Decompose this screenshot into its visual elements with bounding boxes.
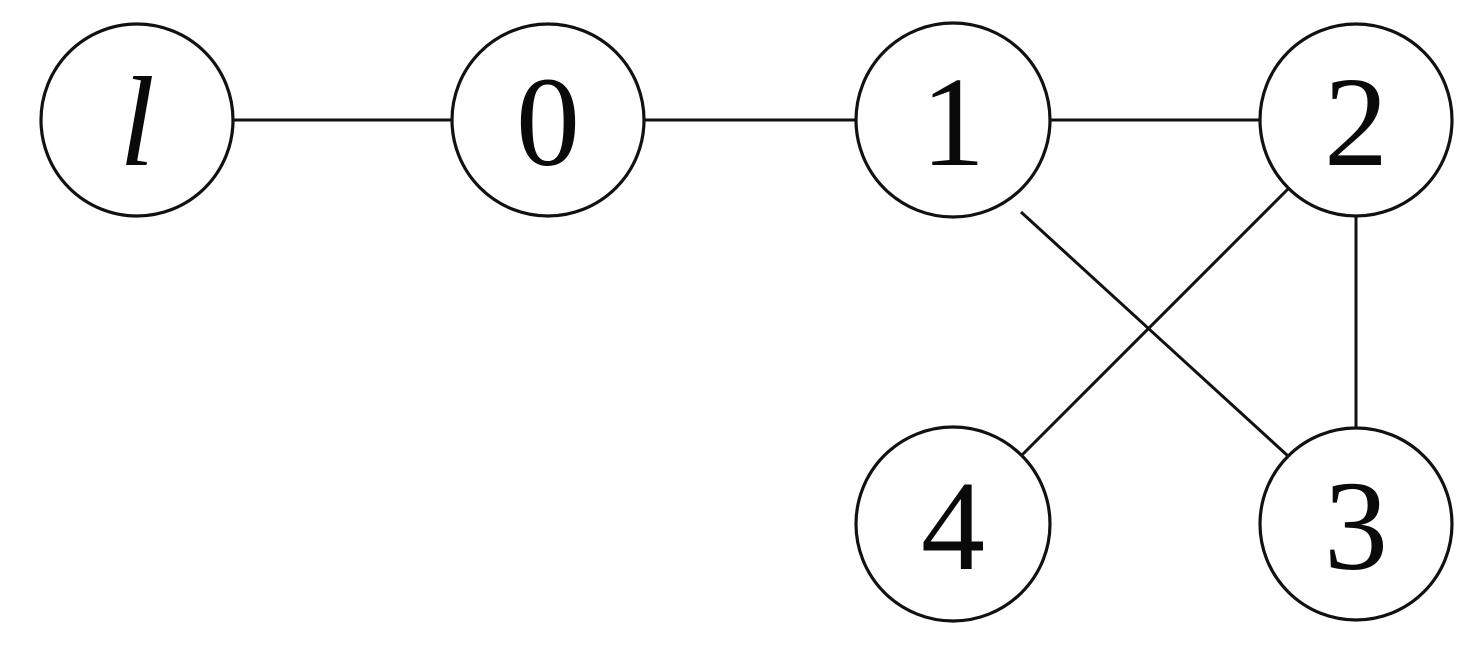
node-label-1: 1 — [921, 51, 985, 193]
graph-node-2[interactable]: 2 — [1258, 22, 1454, 218]
node-circle-l[interactable] — [39, 22, 235, 218]
graph-node-1[interactable]: 1 — [854, 21, 1052, 219]
graph-node-4[interactable]: 4 — [854, 425, 1052, 623]
node-layer: l 0 1 2 4 3 — [39, 21, 1454, 623]
edge-1-3 — [1019, 210, 1290, 458]
node-label-l: l — [119, 51, 155, 193]
node-label-0: 0 — [516, 51, 580, 193]
node-circle-4[interactable] — [854, 425, 1052, 623]
edge-2-4 — [1019, 187, 1290, 458]
node-circle-0[interactable] — [450, 22, 646, 218]
node-circle-1[interactable] — [854, 21, 1052, 219]
graph-node-0[interactable]: 0 — [450, 22, 646, 218]
node-label-3: 3 — [1324, 455, 1388, 597]
node-label-2: 2 — [1324, 51, 1388, 193]
node-circle-3[interactable] — [1258, 426, 1454, 622]
edge-layer — [233, 118, 1358, 458]
graph-node-l[interactable]: l — [39, 22, 235, 218]
graph-node-3[interactable]: 3 — [1258, 426, 1454, 622]
node-circle-2[interactable] — [1258, 22, 1454, 218]
node-label-4: 4 — [921, 455, 985, 597]
